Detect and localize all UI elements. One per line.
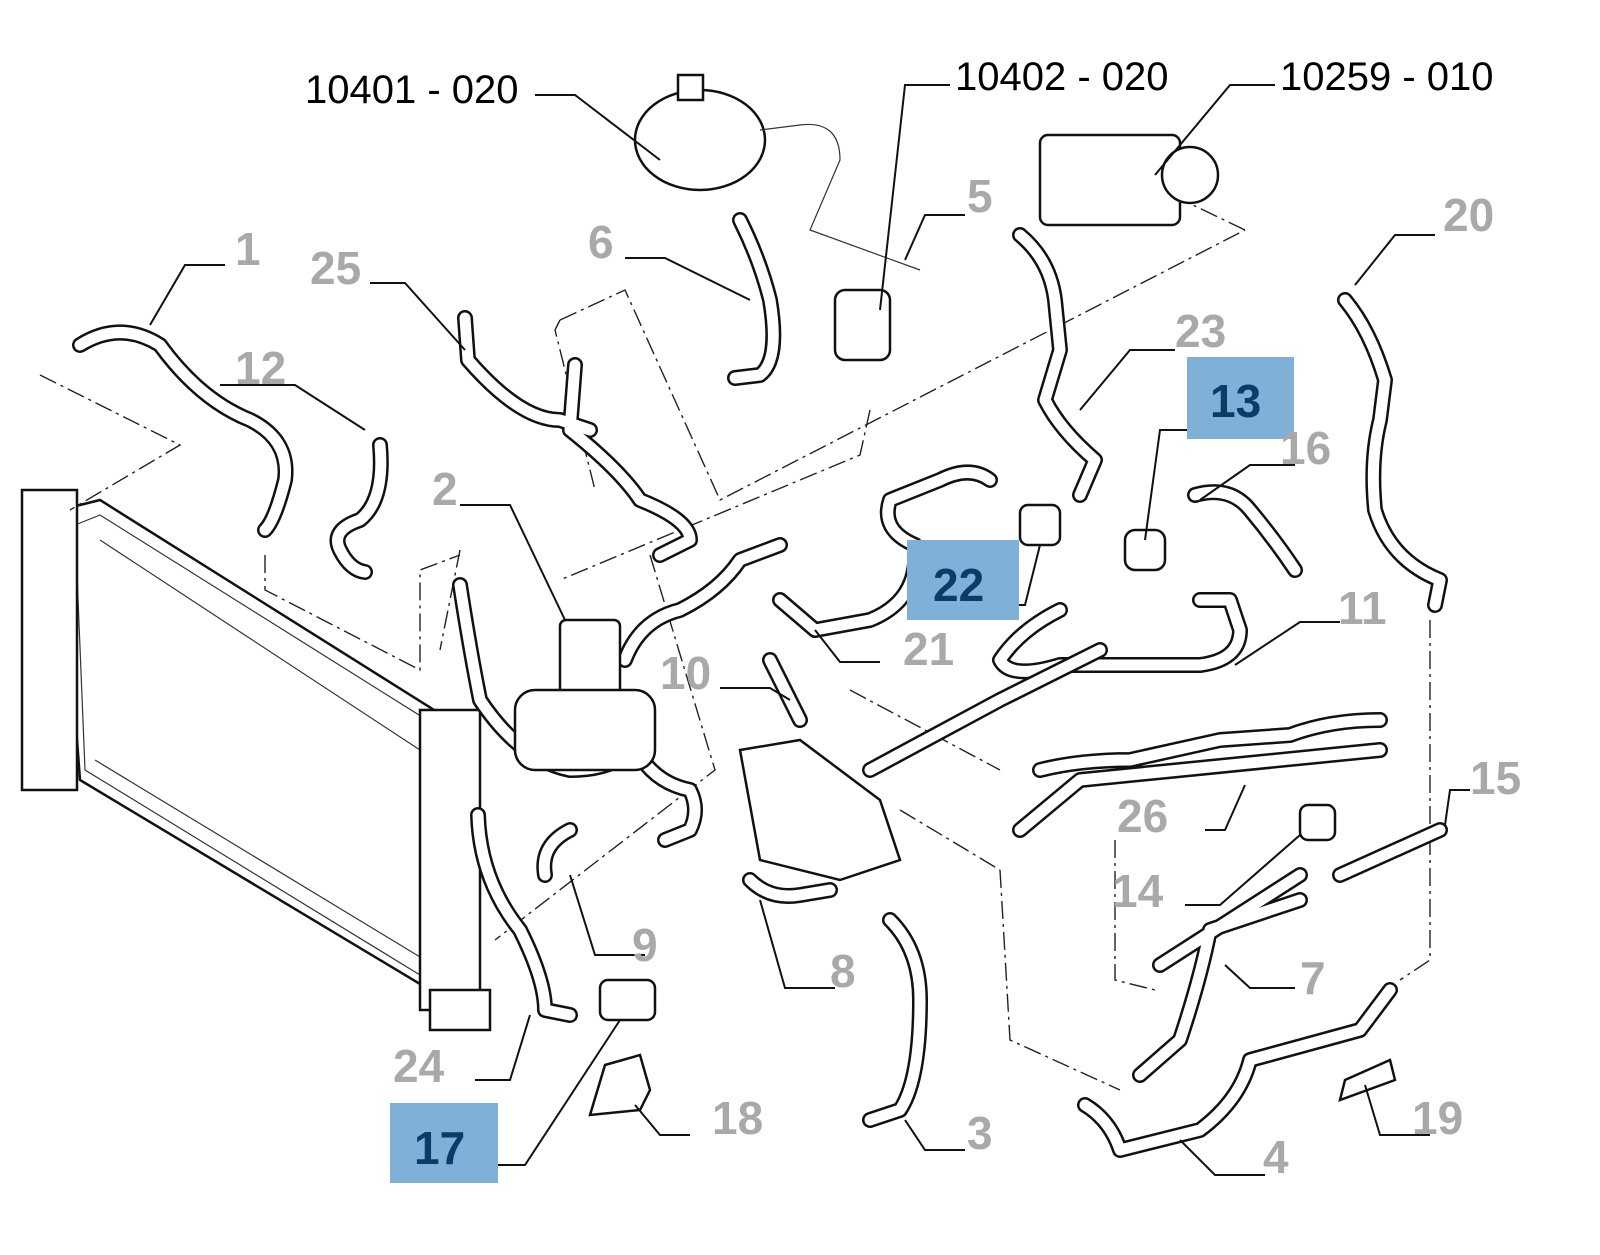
callout-26[interactable]: 26 (1117, 790, 1169, 842)
part-ref-10401-020: 10401 - 020 (305, 68, 519, 112)
highlight-box-13 (1187, 357, 1294, 439)
part-ref-10402-020: 10402 - 020 (955, 55, 1169, 99)
highlight-box-22 (907, 540, 1019, 620)
radiator (20, 488, 492, 1032)
callout-1[interactable]: 1 (235, 223, 261, 275)
callout-19[interactable]: 19 (1412, 1092, 1464, 1144)
callout-4[interactable]: 4 (1263, 1131, 1289, 1183)
callout-7[interactable]: 7 (1300, 952, 1326, 1004)
highlight-box-17 (390, 1103, 498, 1183)
callout-24[interactable]: 24 (393, 1040, 445, 1092)
callout-21[interactable]: 21 (903, 623, 955, 675)
callout-6[interactable]: 6 (588, 216, 614, 268)
callout-3[interactable]: 3 (967, 1107, 993, 1159)
callout-11[interactable]: 11 (1338, 582, 1387, 634)
callout-15[interactable]: 15 (1470, 752, 1522, 804)
callout-14[interactable]: 14 (1112, 865, 1164, 917)
callout-25[interactable]: 25 (310, 242, 362, 294)
callout-16[interactable]: 16 (1280, 422, 1332, 474)
callout-17[interactable]: 17 (414, 1122, 466, 1174)
callout-22[interactable]: 22 (933, 559, 985, 611)
callout-20[interactable]: 20 (1443, 189, 1495, 241)
callout-2[interactable]: 2 (432, 463, 458, 515)
callout-8[interactable]: 8 (830, 945, 856, 997)
callout-18[interactable]: 18 (712, 1092, 764, 1144)
callout-9[interactable]: 9 (632, 919, 658, 971)
callout-5[interactable]: 5 (967, 170, 993, 222)
leader-lines (149, 84, 1470, 1176)
components (513, 73, 1397, 1117)
callout-23[interactable]: 23 (1175, 305, 1227, 357)
callout-13[interactable]: 13 (1210, 375, 1262, 427)
part-ref-10259-010: 10259 - 010 (1280, 55, 1494, 99)
callout-12[interactable]: 12 (235, 342, 287, 394)
callout-10[interactable]: 10 (660, 647, 712, 699)
